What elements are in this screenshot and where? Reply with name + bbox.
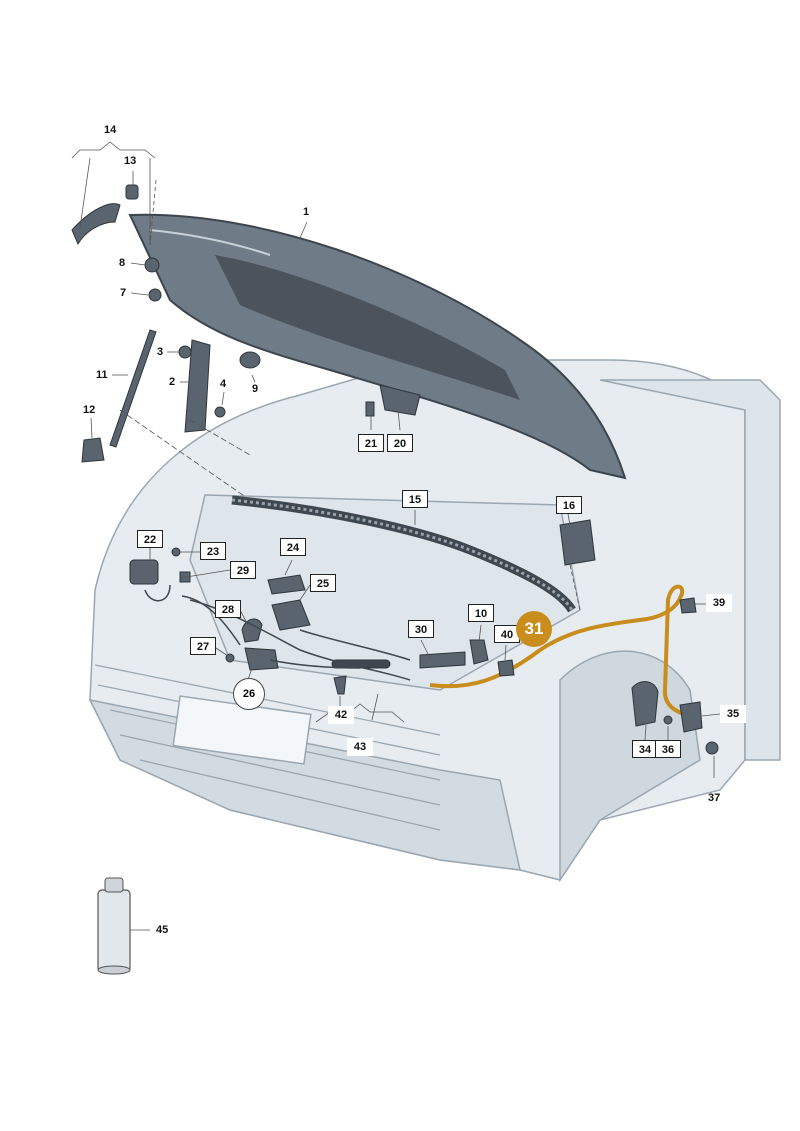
part-label-21: 21 [358, 434, 384, 452]
part-label-22: 22 [137, 530, 163, 548]
part-label-8: 8 [119, 257, 126, 269]
part-label-28: 28 [215, 600, 241, 618]
part-label-35: 35 [720, 705, 746, 723]
part-label-16: 16 [556, 496, 582, 514]
part-label-23: 23 [200, 542, 226, 560]
part-label-39: 39 [706, 594, 732, 612]
part-label-13: 13 [124, 155, 137, 167]
part-label-7: 7 [120, 287, 127, 299]
part-label-29: 29 [230, 561, 256, 579]
part-label-27: 27 [190, 637, 216, 655]
part-label-14: 14 [104, 124, 117, 136]
part-label-43: 43 [347, 738, 373, 756]
small-parts [71, 184, 719, 755]
part-label-25: 25 [310, 574, 336, 592]
bonnet [128, 213, 627, 480]
part-label-26: 26 [233, 678, 265, 710]
part-label-42: 42 [328, 706, 354, 724]
part-label-3: 3 [157, 346, 164, 358]
part-label-4: 4 [220, 378, 227, 390]
canister [97, 877, 131, 975]
part-label-12: 12 [83, 404, 96, 416]
part-label-11: 11 [96, 369, 108, 381]
part-label-20: 20 [387, 434, 413, 452]
part-label-37: 37 [708, 792, 721, 804]
part-label-36: 36 [655, 740, 681, 758]
part-label-9: 9 [252, 383, 259, 395]
part-label-24: 24 [280, 538, 306, 556]
part-label-2: 2 [169, 376, 176, 388]
vehicle-body [88, 359, 781, 883]
part-label-30: 30 [408, 620, 434, 638]
part-label-15: 15 [402, 490, 428, 508]
part-label-45: 45 [156, 924, 169, 936]
part-label-1: 1 [303, 206, 310, 218]
part-label-40: 40 [494, 625, 520, 643]
highlighted-part-label: 31 [516, 611, 552, 647]
part-label-10: 10 [468, 604, 494, 622]
